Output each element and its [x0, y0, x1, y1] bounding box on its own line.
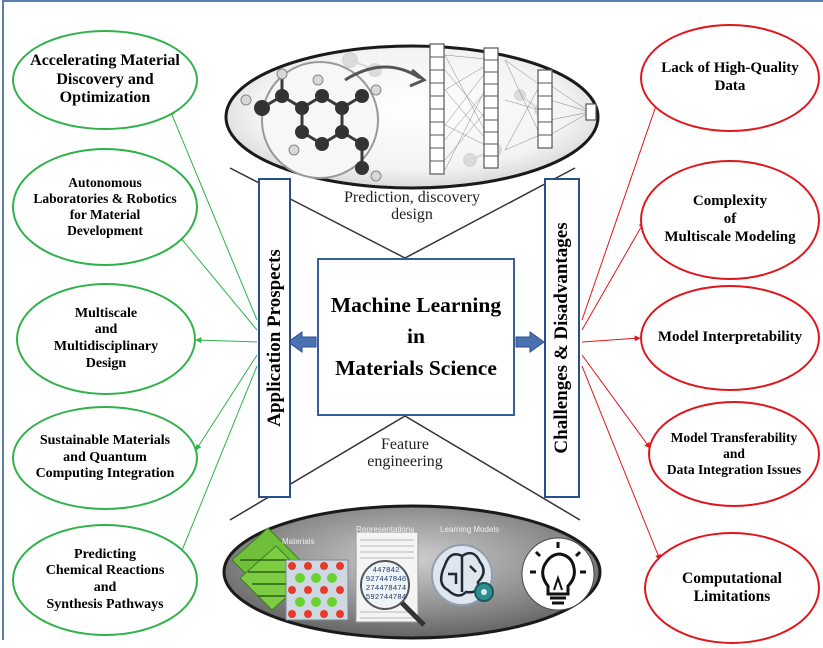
top-lens-caption: Prediction, discovery design	[344, 189, 480, 223]
application-prospects-label: Application Prospects	[264, 249, 285, 427]
right-item-label: Computational Limitations	[682, 569, 782, 605]
challenges-panel	[544, 178, 580, 498]
left-item-label: Accelerating Material Discovery and Opti…	[30, 51, 180, 107]
center-left-arrow	[287, 331, 317, 353]
learning-models-caption: Learning Models	[440, 525, 500, 534]
left-item-accelerating-discovery: Accelerating Material Discovery and Opti…	[12, 30, 198, 130]
right-item-data-quality: Lack of High-Quality Data	[640, 24, 820, 132]
challenges-label: Challenges & Disadvantages	[551, 222, 572, 454]
left-connectors	[169, 109, 258, 581]
right-connectors	[581, 99, 661, 561]
center-right-arrow	[515, 331, 545, 353]
application-prospects-panel	[258, 178, 291, 498]
representations-caption: Representations	[356, 525, 415, 534]
frame-top-border	[2, 0, 823, 2]
top-lens-illustration	[224, 43, 600, 190]
right-item-transferability: Model Transferability and Data Integrati…	[648, 401, 820, 507]
frame-left-border	[2, 0, 4, 640]
right-item-label: Model Transferability and Data Integrati…	[666, 430, 802, 477]
left-item-predicting-reactions: Predicting Chemical Reactions and Synthe…	[12, 524, 198, 636]
left-item-sustainable-quantum: Sustainable Materials and Quantum Comput…	[12, 406, 198, 510]
center-title: Machine Learning in Materials Science	[330, 293, 502, 380]
representation-digits: 447842 927447846 274478474 592744784	[365, 567, 407, 602]
bottom-lens-caption: Feature engineering	[367, 436, 443, 470]
left-item-multiscale-design: Multiscale and Multidisciplinary Design	[16, 283, 196, 395]
right-item-computational-limits: Computational Limitations	[644, 532, 820, 644]
right-item-interpretability: Model Interpretability	[640, 285, 820, 391]
bottom-lens-illustration	[222, 504, 602, 640]
left-item-label: Multiscale and Multidisciplinary Design	[53, 305, 159, 371]
right-item-label: Complexity of Multiscale Modeling	[664, 193, 796, 245]
right-item-label: Model Interpretability	[657, 329, 803, 346]
left-item-label: Sustainable Materials and Quantum Comput…	[35, 433, 175, 482]
left-item-label: Autonomous Laboratories & Robotics for M…	[33, 175, 177, 238]
materials-caption: Materials	[282, 537, 315, 546]
right-item-multiscale-complexity: Complexity of Multiscale Modeling	[640, 160, 820, 280]
right-item-label: Lack of High-Quality Data	[661, 60, 799, 94]
center-title-box: Machine Learning in Materials Science	[317, 258, 515, 416]
left-item-label: Predicting Chemical Reactions and Synthe…	[45, 546, 165, 612]
left-item-autonomous-labs: Autonomous Laboratories & Robotics for M…	[12, 148, 198, 266]
